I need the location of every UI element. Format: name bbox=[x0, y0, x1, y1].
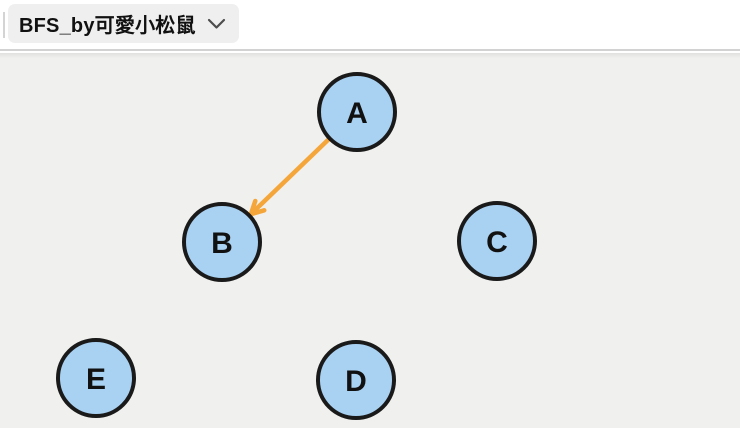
node-circle bbox=[317, 72, 397, 152]
node-circle bbox=[457, 201, 537, 281]
edge-line bbox=[248, 137, 331, 217]
chevron-down-icon bbox=[207, 18, 225, 29]
graph-node-C[interactable]: C bbox=[457, 201, 537, 281]
graph-node-B[interactable]: B bbox=[182, 202, 262, 282]
file-name-label: BFS_by可愛小松鼠 bbox=[19, 15, 196, 37]
file-menu-button[interactable]: BFS_by可愛小松鼠 bbox=[8, 4, 239, 43]
graph-node-E[interactable]: E bbox=[56, 338, 136, 418]
graph-node-A[interactable]: A bbox=[317, 72, 397, 152]
graph-node-D[interactable]: D bbox=[316, 340, 396, 420]
chevron-down-stroke bbox=[207, 18, 225, 29]
node-circle bbox=[182, 202, 262, 282]
left-edge-divider bbox=[3, 12, 5, 38]
node-circle bbox=[56, 338, 136, 418]
node-circle bbox=[316, 340, 396, 420]
graph-edge-A-B[interactable] bbox=[248, 137, 331, 217]
header-bar: BFS_by可愛小松鼠 bbox=[0, 0, 740, 51]
